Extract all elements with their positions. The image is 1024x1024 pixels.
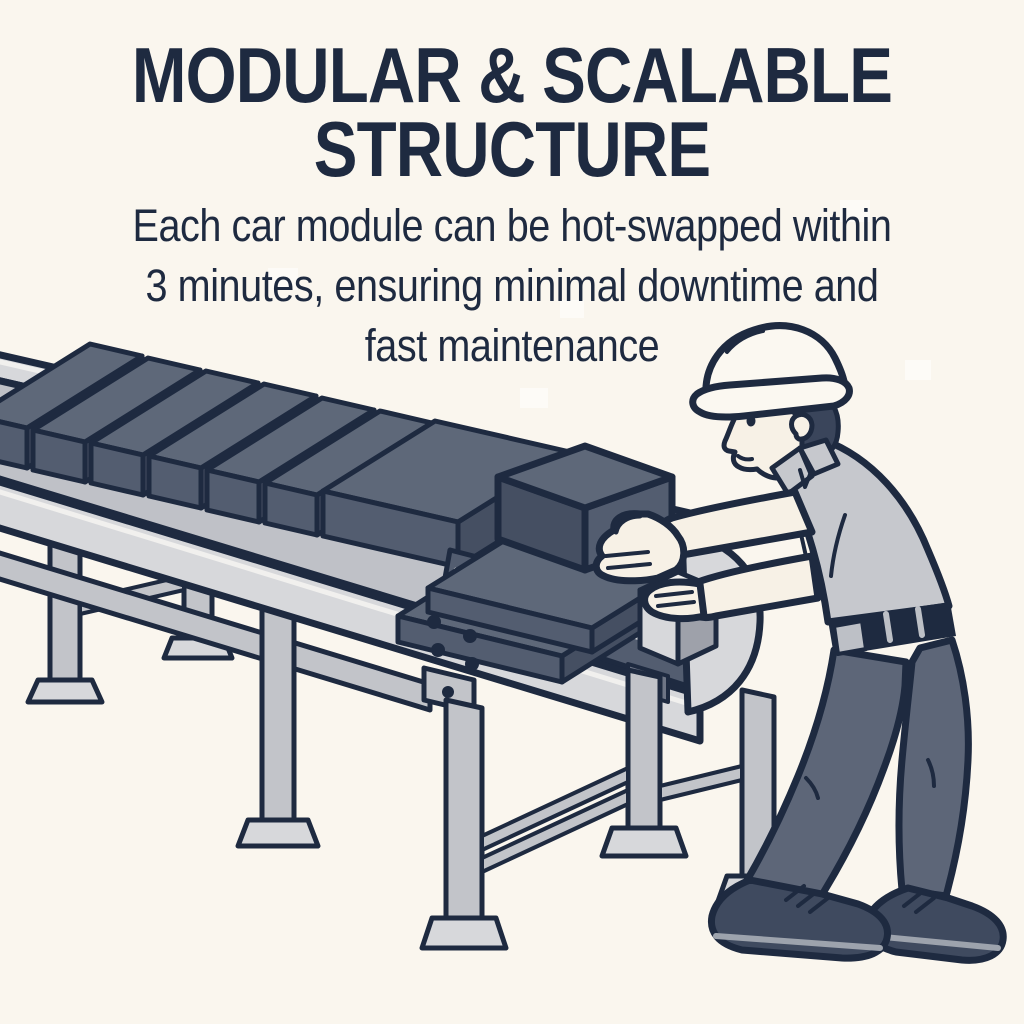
worker-thumb bbox=[613, 513, 643, 535]
bolt bbox=[427, 615, 479, 671]
conveyor-leg bbox=[235, 597, 321, 849]
cross-brace bbox=[658, 764, 744, 802]
belt-buckle bbox=[832, 619, 868, 656]
conveyor-leg bbox=[419, 697, 509, 951]
cross-brace bbox=[480, 766, 630, 874]
worker-hand-lower bbox=[641, 578, 708, 623]
worker bbox=[592, 322, 1007, 964]
conveyor-belt bbox=[0, 344, 802, 951]
hard-hat bbox=[689, 322, 853, 421]
shirt-collar bbox=[769, 437, 841, 497]
bolt bbox=[442, 686, 454, 698]
worker-ear bbox=[789, 411, 815, 442]
worker-back-leg bbox=[895, 636, 972, 900]
worker-mouth bbox=[736, 454, 754, 462]
